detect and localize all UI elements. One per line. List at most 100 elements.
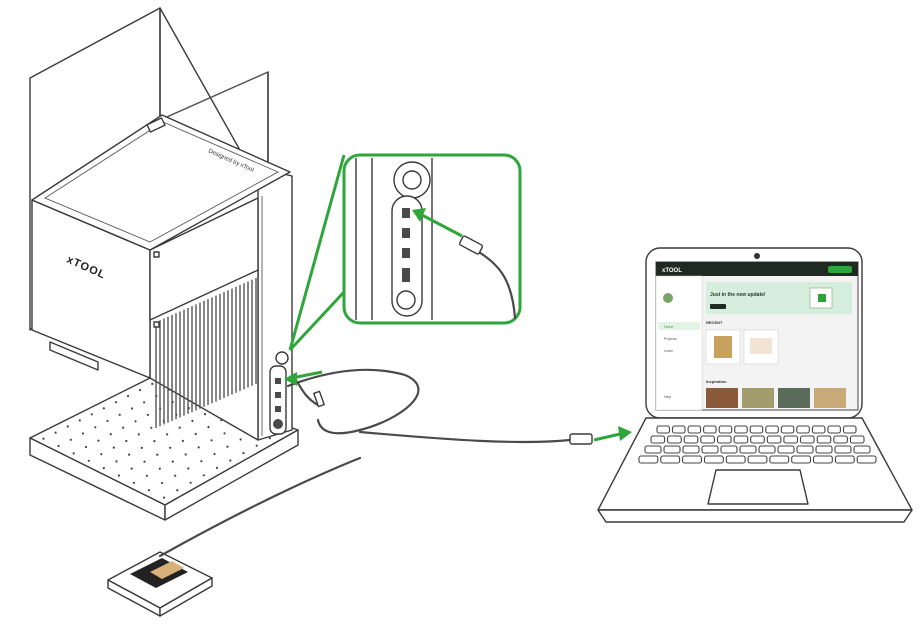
honeycomb-hole — [215, 466, 219, 469]
honeycomb-hole — [137, 433, 140, 436]
keyboard-key — [842, 425, 857, 434]
keyboard-key — [687, 425, 702, 434]
app-header-button — [828, 266, 852, 273]
keyboard-key — [750, 435, 765, 444]
app-logo: xTOOL — [662, 268, 682, 274]
honeycomb-hole — [169, 446, 172, 449]
keyboard-key — [766, 435, 782, 444]
keyboard-key — [799, 435, 815, 444]
honeycomb-hole — [145, 474, 148, 477]
honeycomb-hole — [139, 388, 142, 392]
inspiration-heading: Inspiration — [706, 379, 727, 384]
keyboard-key — [812, 455, 833, 464]
honeycomb-hole — [147, 489, 151, 492]
honeycomb-hole — [72, 452, 75, 455]
honeycomb-hole — [163, 496, 166, 499]
honeycomb-hole — [102, 407, 105, 410]
honeycomb-hole — [226, 445, 229, 448]
honeycomb-hole — [203, 413, 207, 416]
keyboard-key — [834, 455, 855, 464]
keyboard-key — [663, 445, 681, 454]
control-pad — [107, 551, 213, 617]
sidebar-item-learn: Learn — [664, 349, 673, 353]
usb-connector — [569, 433, 593, 445]
keyboard-key — [833, 435, 848, 444]
honeycomb-hole — [213, 452, 216, 456]
front-handle — [49, 341, 99, 371]
port-zoom-inset — [288, 153, 522, 352]
honeycomb-hole — [126, 395, 130, 398]
keyboard-key — [749, 425, 764, 434]
keyboard-key — [720, 445, 738, 454]
honeycomb-hole — [81, 432, 85, 435]
usb-cable-machine-side — [286, 368, 420, 435]
keyboard-key — [703, 425, 717, 434]
honeycomb-hole — [115, 460, 118, 463]
honeycomb-hole — [181, 439, 184, 442]
honeycomb-hole — [106, 419, 109, 423]
honeycomb-hole — [194, 432, 197, 436]
arrow-to-laptop-icon — [618, 426, 632, 441]
honeycomb-hole — [69, 438, 72, 441]
keyboard-key — [765, 425, 779, 434]
honeycomb-hole — [229, 459, 232, 462]
honeycomb-hole — [197, 446, 200, 449]
keyboard-key — [796, 445, 814, 454]
honeycomb-hole — [84, 445, 88, 449]
honeycomb-hole — [140, 446, 143, 449]
keyboard-key — [683, 435, 699, 444]
honeycomb-hole — [146, 413, 149, 416]
keyboard-key — [700, 435, 715, 444]
keyboard-key — [777, 445, 795, 454]
honeycomb-hole — [132, 481, 136, 484]
banner-text: Just in the new update! — [710, 292, 766, 298]
honeycomb-hole — [207, 426, 210, 429]
keyboard-key — [780, 425, 795, 434]
honeycomb-hole — [200, 460, 203, 463]
keyboard-key — [718, 425, 733, 434]
honeycomb-hole — [268, 437, 271, 440]
honeycomb-hole — [94, 426, 97, 429]
honeycomb-hole — [134, 420, 137, 423]
keyboard-key — [747, 455, 768, 464]
camera-icon — [754, 253, 760, 259]
honeycomb-hole — [90, 413, 93, 416]
honeycomb-hole — [191, 419, 194, 422]
honeycomb-hole — [130, 467, 133, 470]
honeycomb-hole — [178, 426, 181, 429]
keyboard-key — [733, 435, 749, 444]
keyboard-key — [849, 435, 865, 444]
arrow-to-machine-port-icon — [284, 372, 297, 386]
honeycomb-hole — [102, 467, 105, 470]
honeycomb-hole — [158, 467, 161, 470]
honeycomb-hole — [184, 453, 187, 456]
keyboard-key — [783, 435, 799, 444]
keyboard-key — [853, 445, 871, 454]
honeycomb-hole — [255, 444, 258, 447]
honeycomb-hole — [66, 425, 69, 428]
keyboard-key — [656, 425, 671, 434]
camera-icon — [275, 351, 289, 365]
keyboard-key — [791, 455, 812, 464]
honeycomb-hole — [223, 432, 226, 435]
usb-cable — [358, 430, 572, 444]
honeycomb-hole — [174, 474, 177, 477]
control-pad-cable — [158, 456, 362, 558]
keyboard-key — [769, 455, 790, 464]
recent-heading: RECENT — [706, 320, 723, 325]
keyboard-key — [703, 455, 724, 464]
honeycomb-hole — [130, 407, 133, 410]
keyboard-key — [660, 455, 681, 464]
keyboard-key — [682, 455, 702, 464]
keyboard-key — [725, 455, 746, 464]
power-button-icon — [273, 419, 283, 429]
keyboard-key — [796, 425, 810, 434]
honeycomb-hole — [109, 433, 112, 436]
port-panel — [269, 365, 287, 435]
keyboard-key — [734, 425, 748, 434]
honeycomb-hole — [112, 446, 115, 449]
keyboard-key — [856, 455, 877, 464]
keyboard-key — [816, 435, 832, 444]
honeycomb-hole — [54, 431, 57, 434]
